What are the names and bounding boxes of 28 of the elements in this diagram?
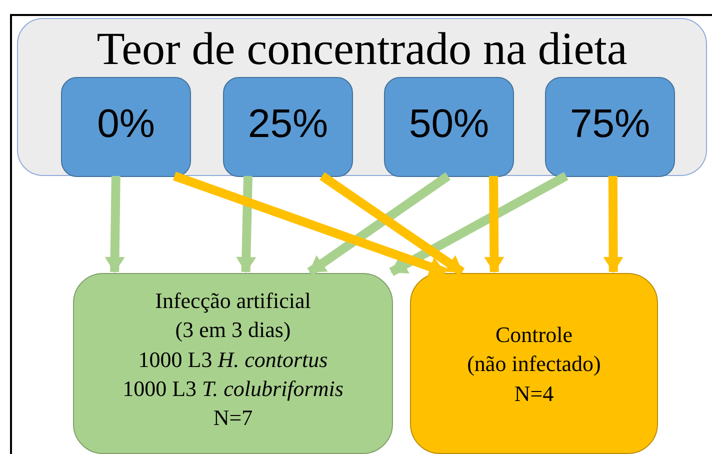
percent-label: 0%: [97, 101, 155, 148]
arrow: [320, 172, 465, 276]
heading-band: [17, 18, 707, 176]
group-box: [73, 273, 393, 454]
percent-label: 25%: [248, 101, 328, 148]
group-box: [410, 273, 658, 454]
percent-label: 75%: [570, 101, 650, 148]
group-text: (não infectado): [467, 350, 601, 378]
group-text: Infecção artificial: [155, 287, 311, 315]
heading-text: Teor de concentrado na dieta: [96, 22, 628, 76]
group-text: Controle: [496, 321, 572, 349]
arrow: [389, 172, 568, 276]
category-box: [545, 77, 675, 177]
percent-label: 50%: [408, 101, 490, 148]
arrow: [172, 172, 446, 276]
category-box: [384, 77, 514, 177]
group-text: 1000 L3 H. contortus: [138, 346, 328, 374]
group-text: N=7: [213, 404, 253, 432]
group-text: 1000 L3 T. colubriformis: [122, 374, 344, 403]
group-text: (3 em 3 dias): [175, 316, 291, 344]
category-box: [61, 77, 191, 177]
arrow: [236, 176, 256, 273]
arrow: [104, 176, 125, 273]
arrow: [603, 176, 624, 273]
arrow: [484, 176, 504, 273]
arrow: [307, 172, 451, 276]
group-text: N=4: [514, 380, 554, 408]
category-box: [223, 77, 353, 177]
